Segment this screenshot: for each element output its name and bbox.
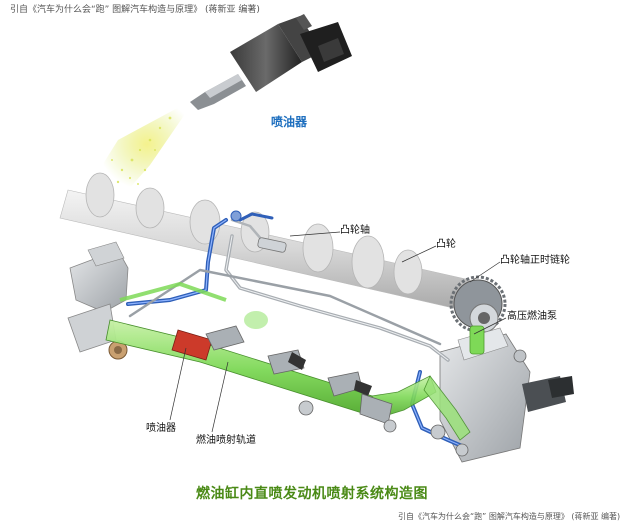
label-fuel-rail: 燃油喷射轨道 [196,435,256,446]
source-note-bottom: 引自《汽车为什么会“跑” 图解汽车构造与原理》 (蒋新亚 编著) [398,512,621,521]
mounting-bracket [67,241,129,360]
label-cam: 凸轮 [436,239,456,250]
label-injector: 喷油器 [146,423,176,434]
diagram-title: 燃油缸内直喷发动机喷射系统构造图 [196,486,428,502]
fuel-rail [105,281,471,457]
label-injector-top: 喷油器 [271,115,308,129]
label-high-pressure-pump: 高压燃油泵 [507,311,557,322]
high-pressure-pump [439,325,574,463]
injector-closeup [98,14,352,190]
leader-lines [169,231,507,433]
label-camshaft: 凸轮轴 [340,225,370,236]
source-note-top: 引自《汽车为什么会“跑” 图解汽车构造与原理》 (蒋新亚 编著) [10,5,260,15]
label-cam-timing-sprocket: 凸轮轴正时链轮 [500,255,570,266]
